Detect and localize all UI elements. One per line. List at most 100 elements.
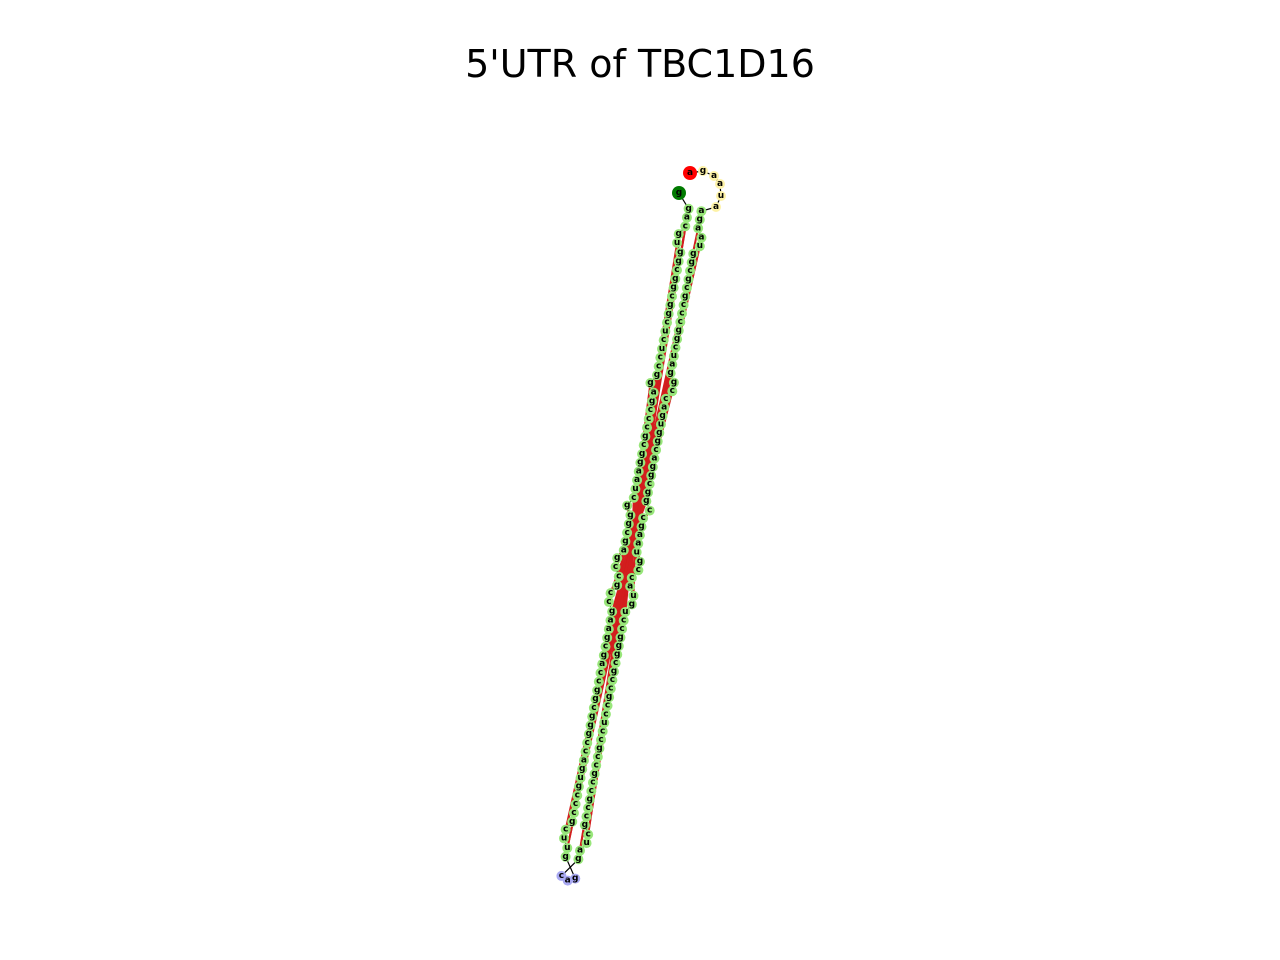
nucleotide-circle: [681, 212, 692, 223]
nucleotide: a: [683, 166, 697, 180]
nucleotide-circle: [676, 308, 687, 319]
nucleotide-label: a: [695, 223, 701, 233]
nucleotide-circle: [607, 606, 618, 617]
nucleotide-circle: [560, 824, 571, 835]
nucleotide: g: [598, 650, 609, 661]
nucleotide: g: [672, 334, 683, 345]
nucleotide: g: [686, 257, 697, 268]
nucleotide-circle: [716, 191, 726, 201]
nucleotide: c: [580, 746, 591, 757]
nucleotide-circle: [613, 641, 624, 652]
nucleotide-circle: [613, 571, 624, 582]
nucleotide-circle: [653, 361, 664, 372]
nucleotide-circle: [617, 624, 628, 635]
nucleotide-circle: [575, 772, 586, 783]
nucleotide-label: g: [672, 274, 678, 284]
nucleotide: a: [605, 615, 616, 626]
nucleotide-label: c: [598, 735, 603, 745]
nucleotide-label: a: [606, 624, 612, 634]
nucleotide: c: [595, 667, 606, 678]
nucleotide: c: [618, 615, 629, 626]
nucleotide-label: g: [592, 694, 598, 704]
nucleotide: c: [581, 811, 592, 822]
nucleotide-label: u: [564, 843, 570, 853]
nucleotide-label: c: [636, 565, 641, 575]
nucleotide-label: a: [687, 168, 693, 178]
nucleotide: c: [583, 829, 594, 840]
nucleotide-label: c: [610, 675, 615, 685]
nucleotide-circle: [638, 440, 649, 451]
nucleotide: g: [673, 229, 684, 240]
nucleotide: a: [648, 387, 659, 398]
nucleotide: c: [643, 413, 654, 424]
nucleotide: u: [668, 351, 679, 362]
nucleotide-label: u: [622, 607, 628, 617]
nucleotide-label: g: [697, 215, 703, 225]
nucleotide: c: [591, 760, 602, 771]
nucleotide-label: c: [673, 343, 678, 353]
nucleotide-circle: [615, 632, 626, 643]
nucleotide-label: c: [573, 799, 578, 809]
nucleotide-label: c: [663, 394, 668, 404]
nucleotide-circle: [607, 675, 618, 686]
nucleotide-label: c: [670, 386, 675, 396]
nucleotide: g: [654, 427, 665, 438]
nucleotide: g: [625, 510, 636, 521]
nucleotide: c: [670, 342, 681, 353]
nucleotide-label: g: [685, 204, 691, 214]
nucleotide-label: g: [626, 519, 632, 529]
nucleotide-label: g: [617, 633, 623, 643]
nucleotide: c: [638, 440, 649, 451]
nucleotide-circle: [642, 422, 653, 433]
nucleotide-label: g: [643, 496, 649, 506]
nucleotide-circle: [652, 370, 663, 381]
nucleotide-circle: [666, 291, 677, 302]
nucleotide-label: c: [603, 709, 608, 719]
nucleotide: c: [671, 265, 682, 276]
nucleotide-label: g: [582, 820, 588, 830]
nucleotide-label: c: [589, 786, 594, 796]
nucleotide: a: [578, 755, 589, 766]
nucleotide-circle: [603, 596, 614, 607]
nucleotide-label: c: [575, 790, 580, 800]
nucleotide-label: c: [648, 405, 653, 415]
nucleotide-label: c: [605, 701, 610, 711]
nucleotide-label: c: [571, 808, 576, 818]
nucleotide: c: [667, 386, 678, 397]
nucleotide-label: g: [667, 368, 673, 378]
nucleotide-circle: [660, 393, 671, 404]
nucleotide-circle: [632, 475, 643, 486]
nucleotide-circle: [612, 580, 623, 591]
nucleotide-circle: [597, 726, 608, 737]
nucleotide-circle: [567, 816, 578, 827]
nucleotide: c: [680, 221, 691, 232]
nucleotide-label: g: [614, 650, 620, 660]
nucleotide-circle: [559, 833, 570, 844]
nucleotide-circle: [556, 870, 567, 881]
nucleotide-label: a: [713, 202, 719, 212]
nucleotide-circle: [588, 702, 599, 713]
nucleotide-label: g: [665, 309, 671, 319]
nucleotide-circle: [577, 764, 588, 775]
nucleotide: g: [646, 470, 657, 481]
nucleotide-label: g: [682, 291, 688, 301]
nucleotide: u: [620, 606, 631, 617]
nucleotide-label: g: [611, 667, 617, 677]
nucleotide-circle: [562, 843, 573, 854]
nucleotide-label: c: [678, 317, 683, 327]
nucleotide-label: a: [698, 233, 704, 243]
nucleotide-label: g: [572, 874, 578, 884]
nucleotide: c: [610, 658, 621, 669]
nucleotide-circle: [667, 359, 678, 370]
nucleotide: g: [683, 203, 694, 214]
nucleotide-label: c: [661, 335, 666, 345]
nucleotide: c: [570, 799, 581, 810]
nucleotide: g: [688, 248, 699, 259]
nucleotide-label: c: [674, 265, 679, 275]
nucleotide-label: c: [653, 445, 658, 455]
nucleotide: a: [618, 545, 629, 556]
nucleotide-circle: [644, 505, 655, 516]
nucleotide-circle: [596, 734, 607, 745]
diagram-title: 5'UTR of TBC1D16: [465, 42, 815, 86]
nucleotide-label: g: [638, 522, 644, 532]
